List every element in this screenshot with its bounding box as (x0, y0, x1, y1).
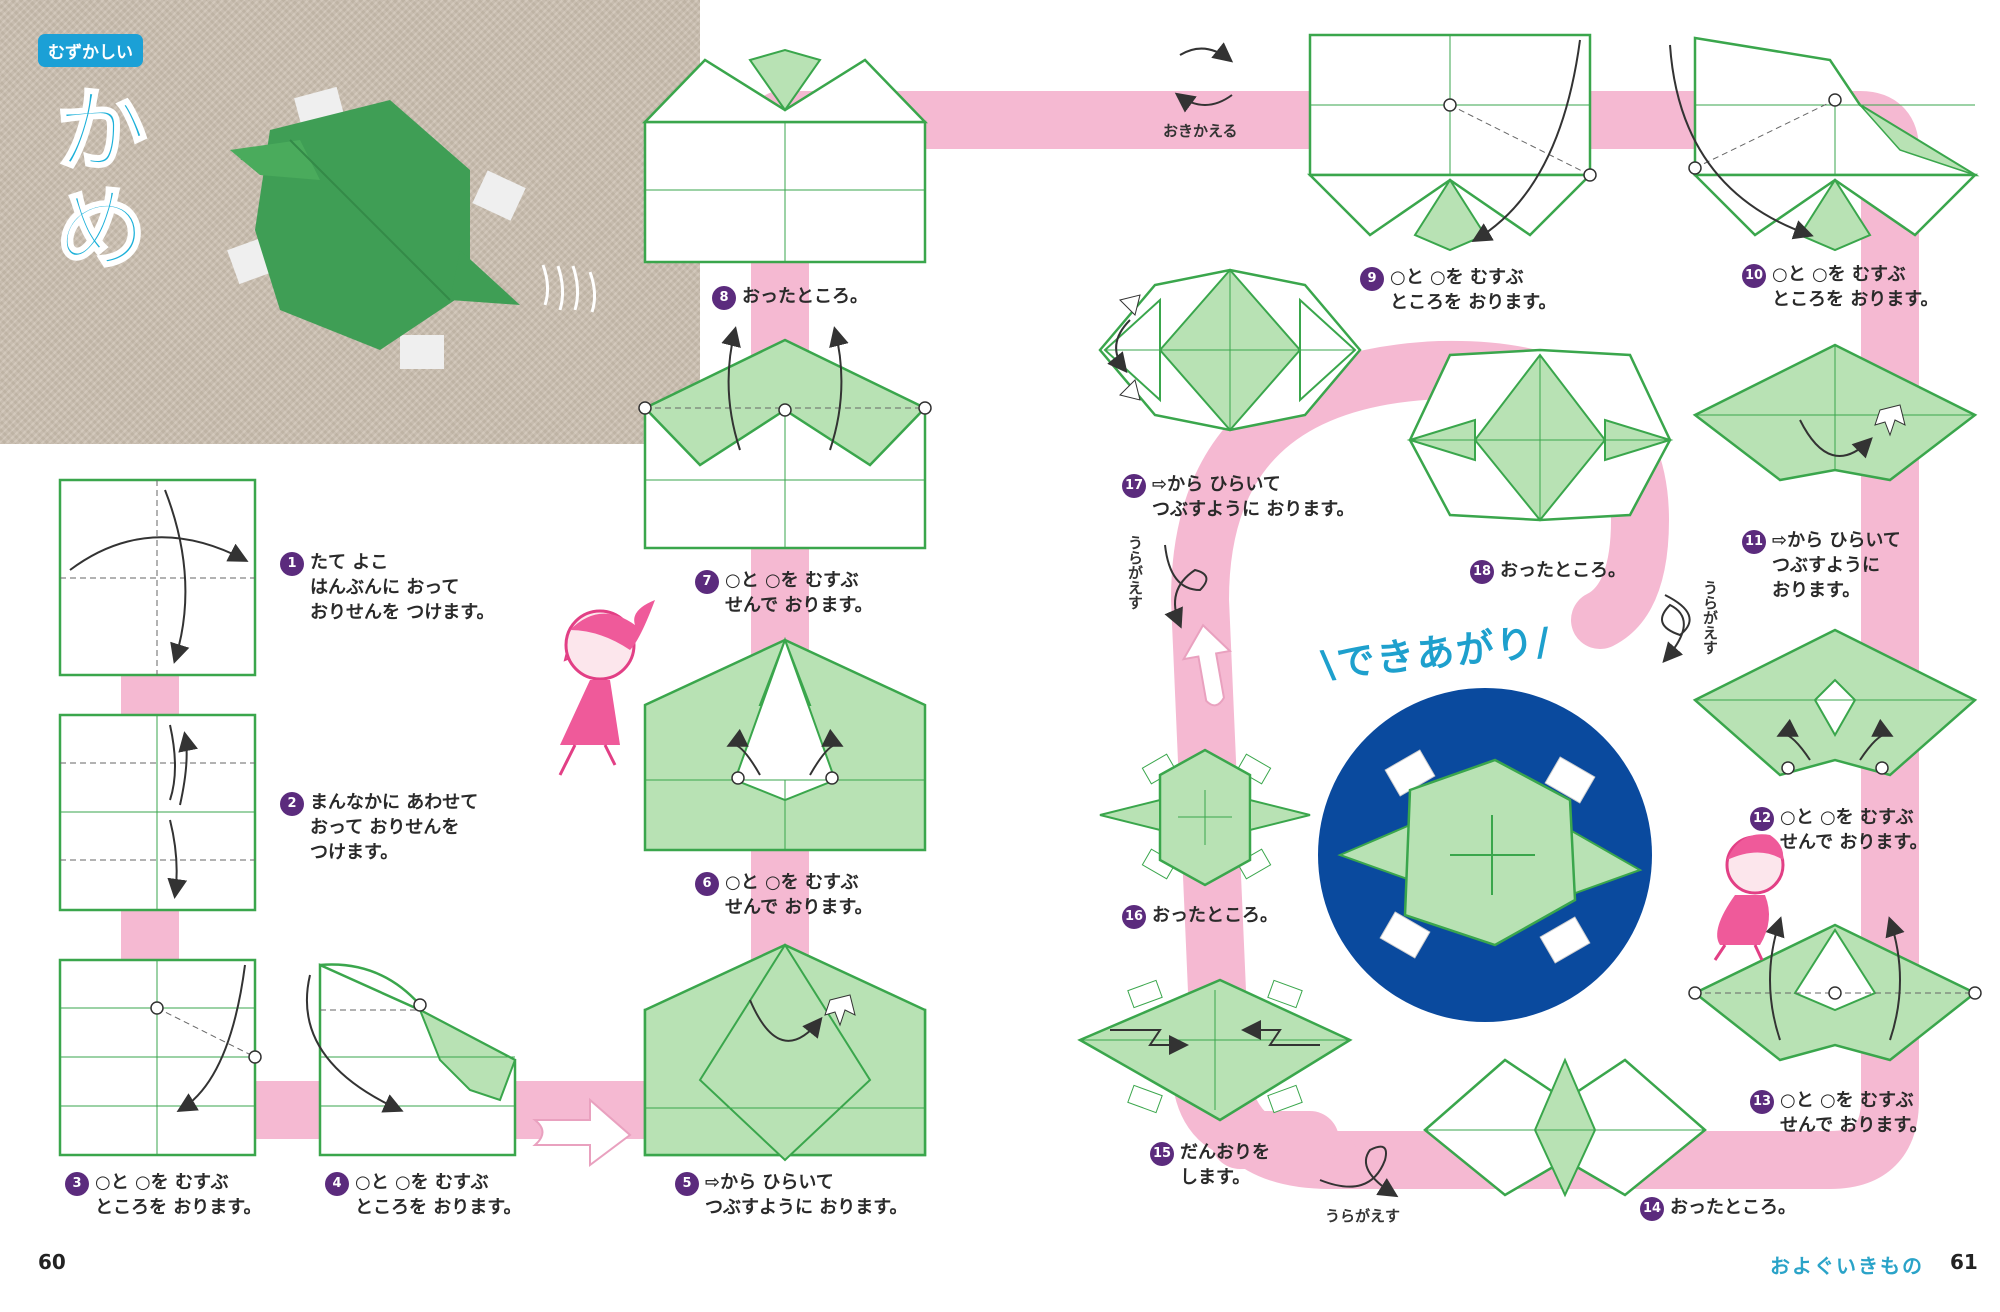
step-number: 16 (1122, 905, 1146, 929)
diagram-step-4 (305, 963, 517, 1157)
step-text: おったところ。 (742, 286, 868, 307)
page-title: かめ (38, 81, 148, 280)
step-7-caption: 7○と ○を むすぶ せんで おります。 (695, 568, 873, 618)
step-number: 6 (695, 872, 719, 896)
step-number: 1 (280, 552, 304, 576)
step-text: まんなかに あわせて おって おりせんを つけます。 (310, 792, 479, 864)
step-11-caption: 11⇨から ひらいて つぶすように おります。 (1742, 528, 1901, 604)
diagram-step-5 (643, 943, 927, 1162)
step-text: ○と ○を むすぶ ところを おります。 (355, 1172, 522, 1219)
diagram-step-6 (643, 637, 927, 852)
step-text: おったところ。 (1670, 1197, 1796, 1218)
flip-note: おきかえる (1163, 122, 1238, 140)
step-8-caption: 8 おったところ。 (712, 284, 868, 310)
step-3-caption: 3○と ○を むすぶ ところを おります。 (65, 1170, 261, 1220)
diagram-step-9 (1306, 33, 1597, 252)
step-text: ○と ○を むすぶ ところを おります。 (1772, 264, 1939, 311)
step-text: おったところ。 (1152, 905, 1278, 926)
step-number: 4 (325, 1172, 349, 1196)
step-text: ⇨から ひらいて つぶすように おります。 (1772, 530, 1901, 602)
diagram-step-15 (1077, 978, 1353, 1122)
step-number: 17 (1122, 474, 1146, 498)
diagram-step-12 (1692, 628, 1978, 777)
step-number: 15 (1150, 1142, 1174, 1166)
step-12-caption: 12○と ○を むすぶ せんで おります。 (1750, 805, 1928, 855)
turn-over-icon (1164, 544, 1208, 629)
finished-turtle (1318, 688, 1652, 1022)
step-text: ○と ○を むすぶ せんで おります。 (725, 872, 873, 919)
diagram-step-17 (1098, 268, 1362, 432)
diagram-step-3 (58, 958, 262, 1157)
diagram-step-14 (1423, 1057, 1707, 1198)
next-arrow-icon (532, 1097, 632, 1167)
step-text: ⇨から ひらいて つぶすように おります。 (1152, 474, 1355, 521)
diagram-step-7 (638, 326, 932, 550)
turn-over-note: うらがえす (1325, 1207, 1401, 1225)
step-text: たて よこ はんぶんに おって おりせんを つけます。 (310, 552, 495, 624)
turn-over-icon (1319, 1145, 1399, 1198)
section-title: およぐいきもの (1770, 1254, 1924, 1278)
step-text: ○と ○を むすぶ せんで おります。 (1780, 807, 1928, 854)
diagram-step-13 (1688, 916, 1982, 1062)
diagram-step-2 (58, 713, 257, 912)
step-4-caption: 4○と ○を むすぶ ところを おります。 (325, 1170, 521, 1220)
step-text: ○と ○を むすぶ ところを おります。 (95, 1172, 262, 1219)
step-number: 7 (695, 570, 719, 594)
difficulty-badge: むずかしい (38, 34, 143, 67)
step-18-caption: 18 おったところ。 (1470, 558, 1626, 584)
step-16-caption: 16 おったところ。 (1122, 903, 1278, 929)
step-text: ⇨から ひらいて つぶすように おります。 (705, 1172, 908, 1219)
step-text: ○と ○を むすぶ せんで おります。 (1780, 1090, 1928, 1137)
step-number: 3 (65, 1172, 89, 1196)
step-text: おったところ。 (1500, 560, 1626, 581)
diagram-step-18 (1406, 348, 1674, 522)
step-text: ○と ○を むすぶ ところを おります。 (1390, 267, 1557, 314)
turn-over-icon (1661, 594, 1691, 664)
girl-character (558, 600, 655, 776)
step-number: 14 (1640, 1197, 1664, 1221)
step-text: だんおりを します。 (1180, 1142, 1270, 1189)
step-14-caption: 14 おったところ。 (1640, 1195, 1796, 1221)
step-number: 2 (280, 792, 304, 816)
diagram-step-8 (642, 48, 928, 264)
step-number: 5 (675, 1172, 699, 1196)
boy-character (1713, 834, 1785, 961)
step-17-caption: 17⇨から ひらいて つぶすように おります。 (1122, 472, 1354, 522)
step-number: 13 (1750, 1090, 1774, 1114)
step-5-caption: 5⇨から ひらいて つぶすように おります。 (675, 1170, 907, 1220)
step-number: 12 (1750, 807, 1774, 831)
step-13-caption: 13○と ○を むすぶ せんで おります。 (1750, 1088, 1928, 1138)
diagram-step-1 (58, 478, 257, 677)
step-9-caption: 9○と ○を むすぶ ところを おります。 (1360, 265, 1556, 315)
step-text: ○と ○を むすぶ せんで おります。 (725, 570, 873, 617)
step-number: 9 (1360, 267, 1384, 291)
diagram-step-16 (1099, 748, 1311, 887)
page-number-left: 60 (38, 1250, 66, 1274)
step-10-caption: 10○と ○を むすぶ ところを おります。 (1742, 262, 1938, 312)
up-arrow-icon (1181, 623, 1233, 707)
step-number: 18 (1470, 560, 1494, 584)
photo-turtle (227, 86, 597, 369)
step-number: 11 (1742, 530, 1766, 554)
step-6-caption: 6○と ○を むすぶ せんで おります。 (695, 870, 873, 920)
turn-over-note: うらがえす (1701, 580, 1719, 655)
page-number-right: 61 (1950, 1250, 1978, 1274)
turn-over-note: うらがえす (1126, 535, 1144, 610)
diagram-step-11 (1692, 343, 1978, 482)
step-number: 8 (712, 286, 736, 310)
step-number: 10 (1742, 264, 1766, 288)
diagram-step-10 (1669, 36, 1980, 252)
flip-icon (1174, 42, 1234, 113)
